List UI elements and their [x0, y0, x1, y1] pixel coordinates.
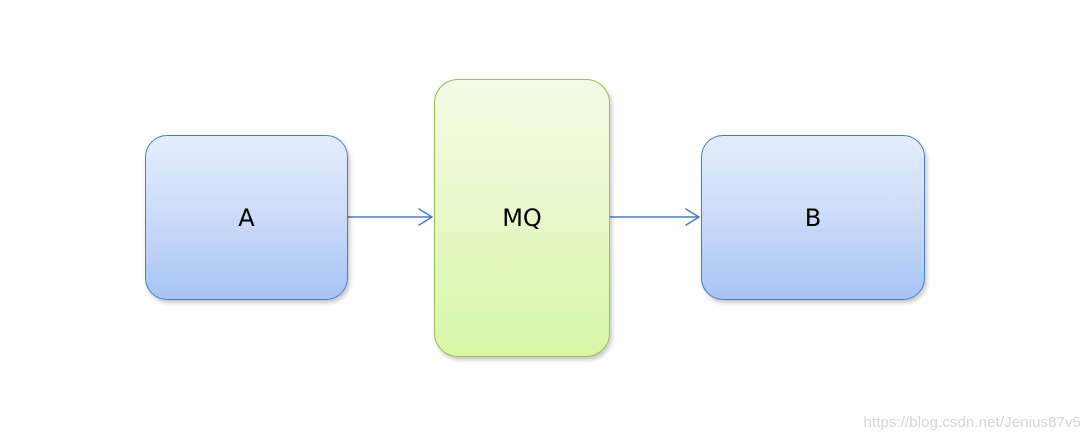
node-mq: MQ	[434, 79, 610, 357]
node-b: B	[701, 135, 925, 300]
node-mq-label: MQ	[502, 204, 542, 232]
node-a-label: A	[238, 203, 255, 232]
arrow-a-to-mq	[347, 208, 433, 226]
arrow-mq-to-b	[609, 208, 700, 226]
node-b-label: B	[804, 203, 822, 232]
watermark-text: https://blog.csdn.net/Jenius87v5	[863, 414, 1081, 431]
node-a: A	[145, 135, 348, 300]
